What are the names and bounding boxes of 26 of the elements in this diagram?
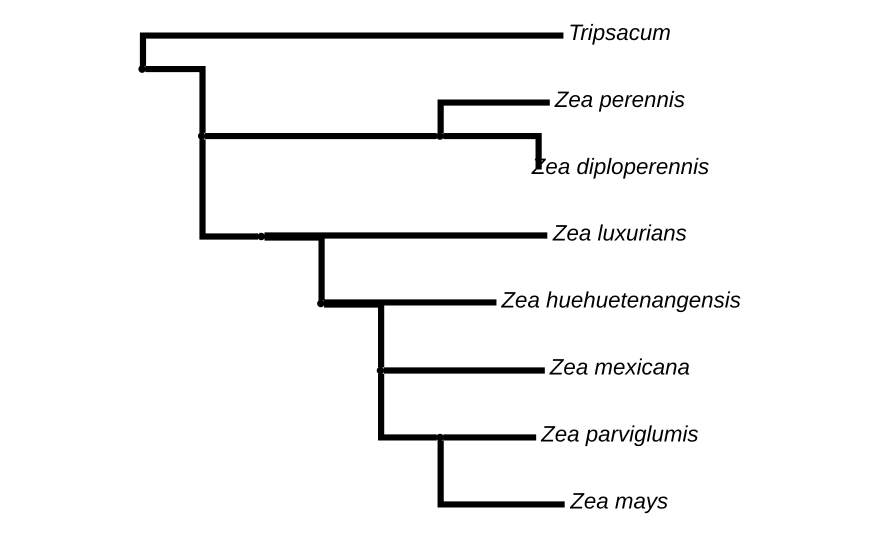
connector [198, 139, 258, 240]
connector [437, 99, 550, 133]
node-text: Zea perennis [554, 86, 685, 112]
node-point [436, 132, 444, 140]
node-text: Tripsacum [568, 20, 670, 45]
node-text: Zea huehuetenangensis [500, 288, 740, 313]
node-point [436, 434, 444, 442]
node-point [197, 132, 205, 140]
connector [139, 32, 563, 66]
connector [204, 132, 436, 140]
connector [378, 374, 436, 441]
node-point [257, 232, 264, 240]
connector [323, 299, 496, 306]
connector [383, 367, 544, 374]
connector [264, 232, 547, 239]
node-text: Zea luxurians [552, 220, 686, 246]
connector [442, 132, 542, 170]
node-text: Zea parviglumis [540, 422, 698, 447]
connector [437, 440, 564, 508]
connector [442, 434, 536, 441]
node-point [376, 366, 384, 374]
connector [144, 66, 206, 133]
node-text: Zea mexicana [549, 354, 690, 380]
node-point [138, 65, 146, 73]
node-text: Zea mays [570, 488, 668, 514]
node-point [316, 300, 324, 308]
